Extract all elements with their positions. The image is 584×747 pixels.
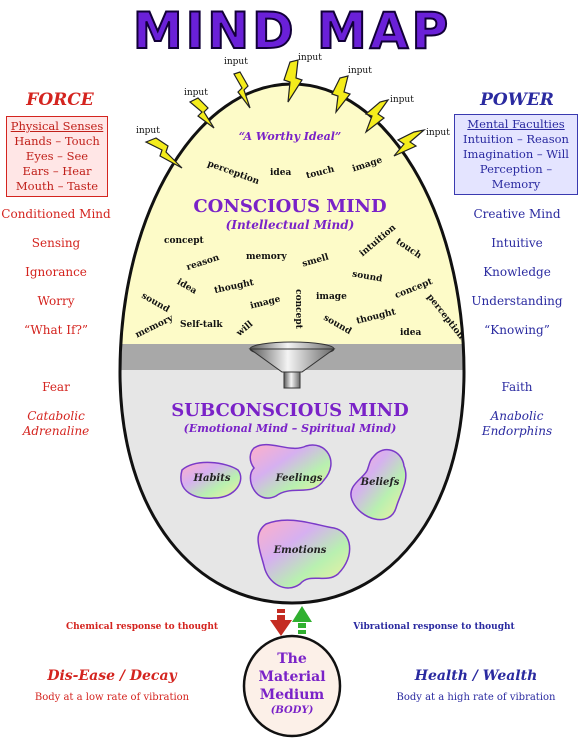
box-item: Ears – Hear: [22, 164, 92, 178]
funnel-icon: [248, 341, 336, 389]
physical-senses-box: Physical Senses Hands – Touch Eyes – See…: [6, 116, 108, 197]
dis-ease-subtitle: Body at a low rate of vibration: [34, 692, 190, 703]
lightning-bolt-icon: [144, 137, 183, 169]
force-item: Ignorance: [25, 265, 87, 279]
thought-word: idea: [400, 328, 422, 338]
box-item: Perception – Memory: [479, 162, 553, 191]
force-lower-italic: Adrenaline: [22, 424, 90, 438]
subconscious-mind-title: SUBCONSCIOUS MIND: [171, 400, 409, 421]
subconscious-mind-subtitle: (Emotional Mind – Spiritual Mind): [183, 422, 397, 435]
thought-word: memory: [246, 252, 287, 262]
emotions-blob: [257, 519, 351, 589]
thought-word: idea: [270, 168, 292, 178]
power-item: Intuitive: [491, 236, 543, 250]
conscious-mind-title: CONSCIOUS MIND: [193, 196, 387, 217]
health-heading: Health / Wealth: [414, 668, 538, 684]
down-arrow-icon: [270, 609, 292, 636]
material-medium-line: Medium: [259, 687, 325, 703]
box-item: Imagination – Will: [463, 147, 569, 161]
chemical-response: Chemical response to thought: [65, 622, 219, 632]
lightning-bolt-icon: [331, 75, 351, 115]
feelings-label: Feelings: [275, 473, 323, 484]
box-title: Mental Faculties: [467, 117, 565, 131]
input-label: input: [184, 88, 208, 98]
habits-blob: [180, 461, 242, 500]
beliefs-label: Beliefs: [360, 477, 400, 488]
beliefs-blob: [350, 448, 407, 521]
lightning-bolt-icon: [188, 97, 215, 129]
input-label: input: [298, 53, 322, 63]
force-item: Conditioned Mind: [1, 207, 111, 221]
body-circle: [242, 634, 342, 738]
power-lower-italic: Endorphins: [481, 424, 553, 438]
input-label: input: [390, 95, 414, 105]
thought-word: concept: [164, 236, 204, 246]
power-item: Creative Mind: [473, 207, 561, 221]
body-label: (BODY): [270, 705, 314, 716]
power-item: “Knowing”: [484, 323, 550, 337]
box-item: Mouth – Taste: [15, 179, 99, 193]
worthy-ideal: “A Worthy Ideal”: [238, 130, 342, 143]
power-item: Knowledge: [483, 265, 551, 279]
force-lower-italic: Catabolic: [27, 409, 85, 423]
mental-faculties-box: Mental Faculties Intuition – Reason Imag…: [454, 114, 578, 195]
lightning-bolt-icon: [283, 59, 303, 103]
thought-word: Self-talk: [180, 320, 223, 330]
force-item: “What If?”: [23, 323, 89, 337]
power-item: Understanding: [471, 294, 563, 308]
power-heading: POWER: [480, 90, 554, 110]
lightning-bolt-icon: [233, 71, 251, 109]
force-item: Sensing: [31, 236, 81, 250]
force-lower: Fear: [42, 380, 70, 394]
emotions-label: Emotions: [273, 545, 327, 556]
box-item: Hands – Touch: [14, 134, 100, 148]
page-title: MIND MAP: [132, 1, 452, 61]
box-item: Intuition – Reason: [463, 132, 569, 146]
input-label: input: [136, 126, 160, 136]
lightning-bolt-icon: [364, 99, 390, 134]
lightning-bolt-icon: [393, 128, 427, 157]
up-arrow-icon: [292, 606, 312, 634]
power-lower-italic: Anabolic: [490, 409, 544, 423]
egg-outline: [118, 82, 466, 605]
material-medium-line: The: [277, 651, 307, 667]
material-medium-line: Material: [258, 669, 326, 685]
power-lower: Faith: [501, 380, 533, 394]
dis-ease-heading: Dis-Ease / Decay: [47, 668, 177, 684]
health-subtitle: Body at a high rate of vibration: [396, 692, 556, 703]
force-item: Worry: [37, 294, 75, 308]
input-label: input: [426, 128, 450, 138]
conscious-mind-subtitle: (Intellectual Mind): [225, 218, 355, 232]
input-label: input: [348, 66, 372, 76]
input-label: input: [224, 57, 248, 67]
box-item: Eyes – See: [25, 149, 89, 163]
habits-label: Habits: [193, 473, 231, 484]
thought-word: concept: [292, 289, 303, 329]
vibrational-response: Vibrational response to thought: [353, 622, 515, 632]
feelings-blob: [249, 443, 332, 499]
box-title: Physical Senses: [10, 119, 104, 133]
material-medium: The Material Medium (BODY): [244, 650, 340, 718]
force-heading: FORCE: [26, 90, 94, 110]
thought-word: image: [316, 292, 347, 302]
